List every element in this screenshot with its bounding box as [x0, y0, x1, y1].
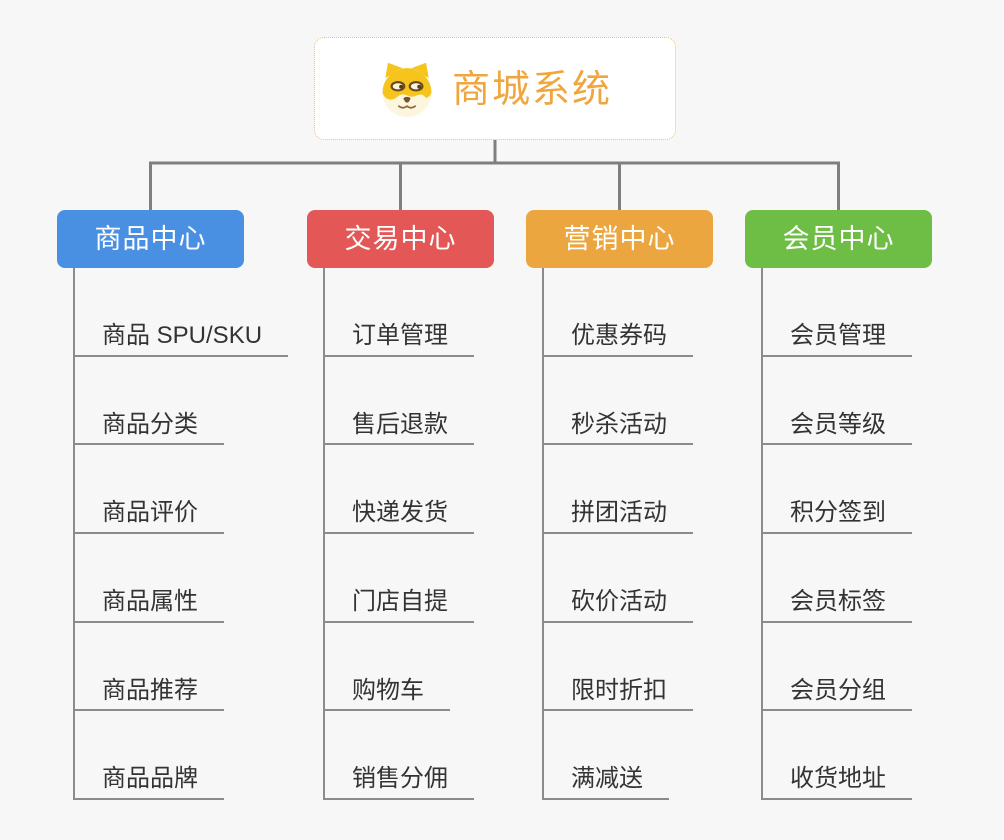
- leaf-node[interactable]: 快递发货: [325, 445, 474, 534]
- leaf-node[interactable]: 积分签到: [763, 445, 912, 534]
- branch-node-trade-center[interactable]: 交易中心: [307, 210, 494, 268]
- root-node-title: 商城系统: [451, 68, 612, 111]
- leaf-node[interactable]: 会员标签: [763, 534, 912, 623]
- branch-node-marketing-center[interactable]: 营销中心: [526, 210, 713, 268]
- leaf-node[interactable]: 商品 SPU/SKU: [75, 268, 289, 357]
- leaf-column-trade-center: 订单管理售后退款快递发货门店自提购物车销售分佣: [323, 268, 474, 800]
- root-node[interactable]: 商城系统: [314, 37, 676, 140]
- leaf-node[interactable]: 商品评价: [75, 445, 224, 534]
- leaf-column-member-center: 会员管理会员等级积分签到会员标签会员分组收货地址: [761, 268, 912, 800]
- leaf-node[interactable]: 商品品牌: [75, 711, 224, 800]
- leaf-node[interactable]: 收货地址: [763, 711, 912, 800]
- leaf-node[interactable]: 优惠券码: [544, 268, 693, 357]
- leaf-node[interactable]: 销售分佣: [325, 711, 474, 800]
- leaf-node[interactable]: 商品分类: [75, 357, 224, 446]
- leaf-column-marketing-center: 优惠券码秒杀活动拼团活动砍价活动限时折扣满减送: [542, 268, 693, 800]
- branch-node-label: 营销中心: [563, 223, 676, 254]
- branch-node-label: 交易中心: [344, 223, 457, 254]
- leaf-node[interactable]: 秒杀活动: [544, 357, 693, 446]
- leaf-node[interactable]: 商品推荐: [75, 623, 224, 712]
- leaf-node[interactable]: 砍价活动: [544, 534, 693, 623]
- leaf-node[interactable]: 满减送: [544, 711, 669, 800]
- leaf-node[interactable]: 会员等级: [763, 357, 912, 446]
- branch-node-product-center[interactable]: 商品中心: [57, 210, 244, 268]
- leaf-node[interactable]: 限时折扣: [544, 623, 693, 712]
- leaf-node[interactable]: 订单管理: [325, 268, 474, 357]
- leaf-node[interactable]: 门店自提: [325, 534, 474, 623]
- leaf-node[interactable]: 售后退款: [325, 357, 474, 446]
- leaf-node[interactable]: 商品属性: [75, 534, 224, 623]
- branch-node-member-center[interactable]: 会员中心: [745, 210, 932, 268]
- leaf-node[interactable]: 拼团活动: [544, 445, 693, 534]
- leaf-node[interactable]: 购物车: [325, 623, 450, 712]
- leaf-node[interactable]: 会员管理: [763, 268, 912, 357]
- branch-node-label: 会员中心: [782, 223, 895, 254]
- branch-node-label: 商品中心: [94, 223, 207, 254]
- leaf-node[interactable]: 会员分组: [763, 623, 912, 712]
- shiba-dog-icon: [382, 62, 432, 117]
